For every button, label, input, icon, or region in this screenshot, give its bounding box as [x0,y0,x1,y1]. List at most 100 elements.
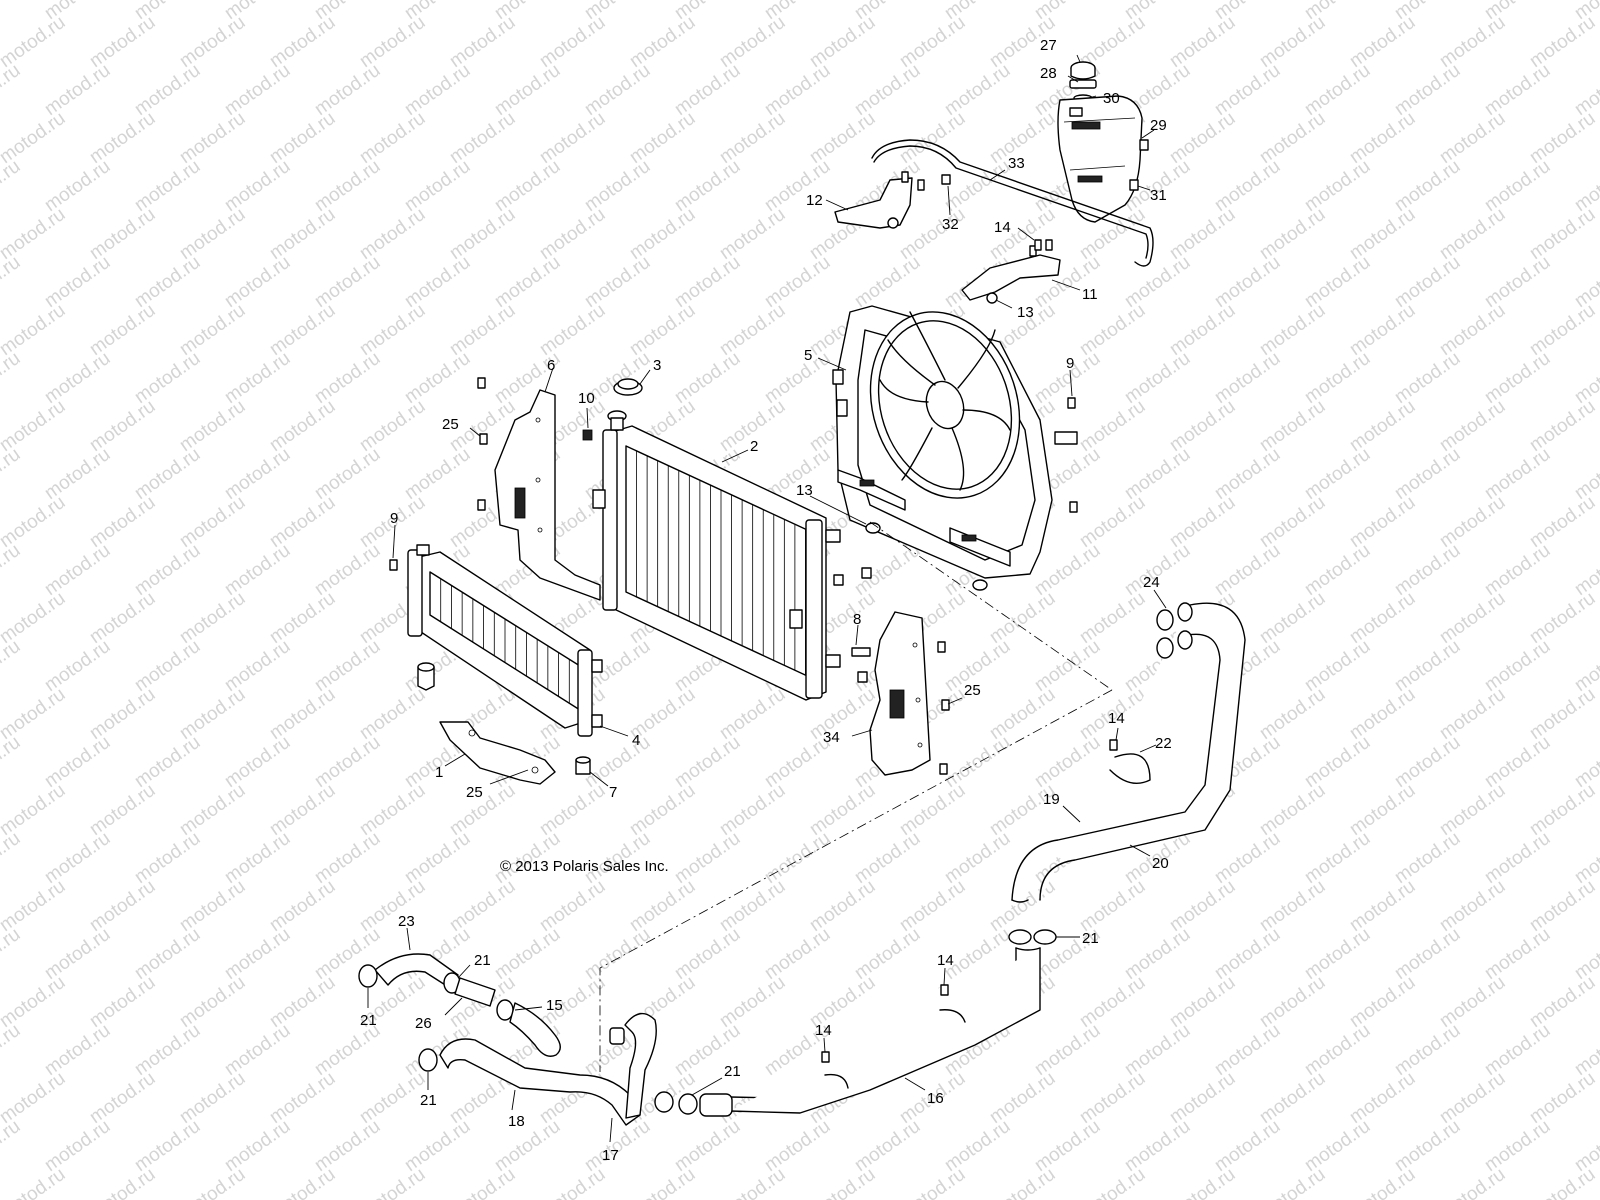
bolt-25-panel-low [939,763,948,775]
watermark-text: motod.ru [446,1164,519,1200]
callout-14: 14 [1108,710,1125,727]
watermark-text: motod.ru [0,732,24,792]
bolt-14-lower-b [821,1051,830,1063]
bolt-25-panel-top [937,641,946,653]
radiator-cap [613,378,643,396]
callout-32: 32 [942,216,959,233]
bolt-9-right [1067,397,1076,409]
fitting-7 [575,756,591,775]
assembly-guide-lines [599,521,1113,1072]
callout-14: 14 [994,219,1011,236]
copyright-notice: © 2013 Polaris Sales Inc. [500,858,669,875]
watermark-text: motod.ru [0,540,24,600]
grommet-13-lower [972,579,988,591]
clip-22 [1109,739,1151,784]
oil-cooler [407,544,603,737]
callout-21: 21 [420,1092,437,1109]
bolt-right-lower [1069,501,1078,513]
callout-27: 27 [1040,37,1057,54]
callout-12: 12 [806,192,823,209]
bracket-12 [834,171,925,229]
watermark-text: motod.ru [176,1164,249,1200]
watermark-text: motod.ru [0,924,24,984]
callout-9: 9 [1066,355,1074,372]
bolt-14-top [1034,239,1042,251]
callout-34: 34 [823,729,840,746]
hose-17 [609,1012,657,1119]
watermark-text: motod.ru [0,828,24,888]
watermark-text: motod.ru [0,60,24,120]
coolant-reservoir [1057,61,1149,223]
callout-33: 33 [1008,155,1025,172]
hose-15 [509,1002,561,1057]
watermark-text: motod.ru [0,636,24,696]
hose-clamps-21-right [1008,929,1057,945]
bolt-14-lower-a [940,984,949,996]
callout-10: 10 [578,390,595,407]
callout-29: 29 [1150,117,1167,134]
callout-26: 26 [415,1015,432,1032]
callout-14: 14 [815,1022,832,1039]
callout-14: 14 [937,952,954,969]
grommet-10 [582,429,593,441]
callout-31: 31 [1150,187,1167,204]
callout-19: 19 [1043,791,1060,808]
callout-7: 7 [609,784,617,801]
bolt-25-panel-mid [941,699,950,711]
callout-20: 20 [1152,855,1169,872]
hose-19-20 [1011,602,1246,903]
callout-6: 6 [547,357,555,374]
callout-23: 23 [398,913,415,930]
callout-17: 17 [602,1147,619,1164]
callout-21: 21 [1082,930,1099,947]
watermark-text: motod.ru [1166,1164,1239,1200]
watermark-text: motod.ru [1346,1164,1419,1200]
callout-28: 28 [1040,65,1057,82]
side-panel-6 [494,389,601,601]
watermark-text: motod.ru [986,1164,1059,1200]
watermark-text: motod.ru [806,1164,879,1200]
watermark-text: motod.ru [1526,1164,1599,1200]
callout-2: 2 [750,438,758,455]
bolt-25-mid [479,433,488,445]
bolt-25-low [477,499,486,511]
side-panel-34 [869,611,931,776]
watermark-text: motod.ru [1256,1164,1329,1200]
callout-25: 25 [442,416,459,433]
callout-25: 25 [466,784,483,801]
callout-24: 24 [1143,574,1160,591]
callout-16: 16 [927,1090,944,1107]
watermark-text: motod.ru [266,1164,339,1200]
hose-clamps-24 [1156,602,1193,659]
callout-8: 8 [853,611,861,628]
fitting-elbow [417,662,435,691]
watermark-text: motod.ru [356,1164,429,1200]
callout-22: 22 [1155,735,1172,752]
leader-lines [367,54,1167,1143]
watermark-text: motod.ru [0,444,24,504]
bracket-11 [961,239,1061,304]
watermark-text: motod.ru [0,1164,69,1200]
overflow-hose [871,139,1154,267]
grommet-13-upper [865,522,881,534]
watermark-text: motod.ru [86,1164,159,1200]
callout-21: 21 [360,1012,377,1029]
fan-shroud-assembly [832,305,1078,579]
bolt-9-left [389,559,398,571]
watermark-text: motod.ru [1436,1164,1509,1200]
hose-18 [418,1038,641,1126]
watermark-text: motod.ru [0,252,24,312]
watermark-text: motod.ru [1076,1164,1149,1200]
connector-26 [443,972,514,1021]
callout-21: 21 [724,1063,741,1080]
watermark-text: motod.ru [0,0,24,24]
watermark-text: motod.ru [0,1020,24,1080]
hose-clamps-21-lower [654,1091,733,1117]
bolt-25-top [477,377,486,389]
callout-13: 13 [1017,304,1034,321]
bracket-1 [439,721,556,785]
callout-18: 18 [508,1113,525,1130]
watermark-text: motod.ru [0,1116,24,1176]
callout-labels: 27 28 30 29 33 31 12 32 14 11 13 5 9 6 3… [360,37,1172,1164]
